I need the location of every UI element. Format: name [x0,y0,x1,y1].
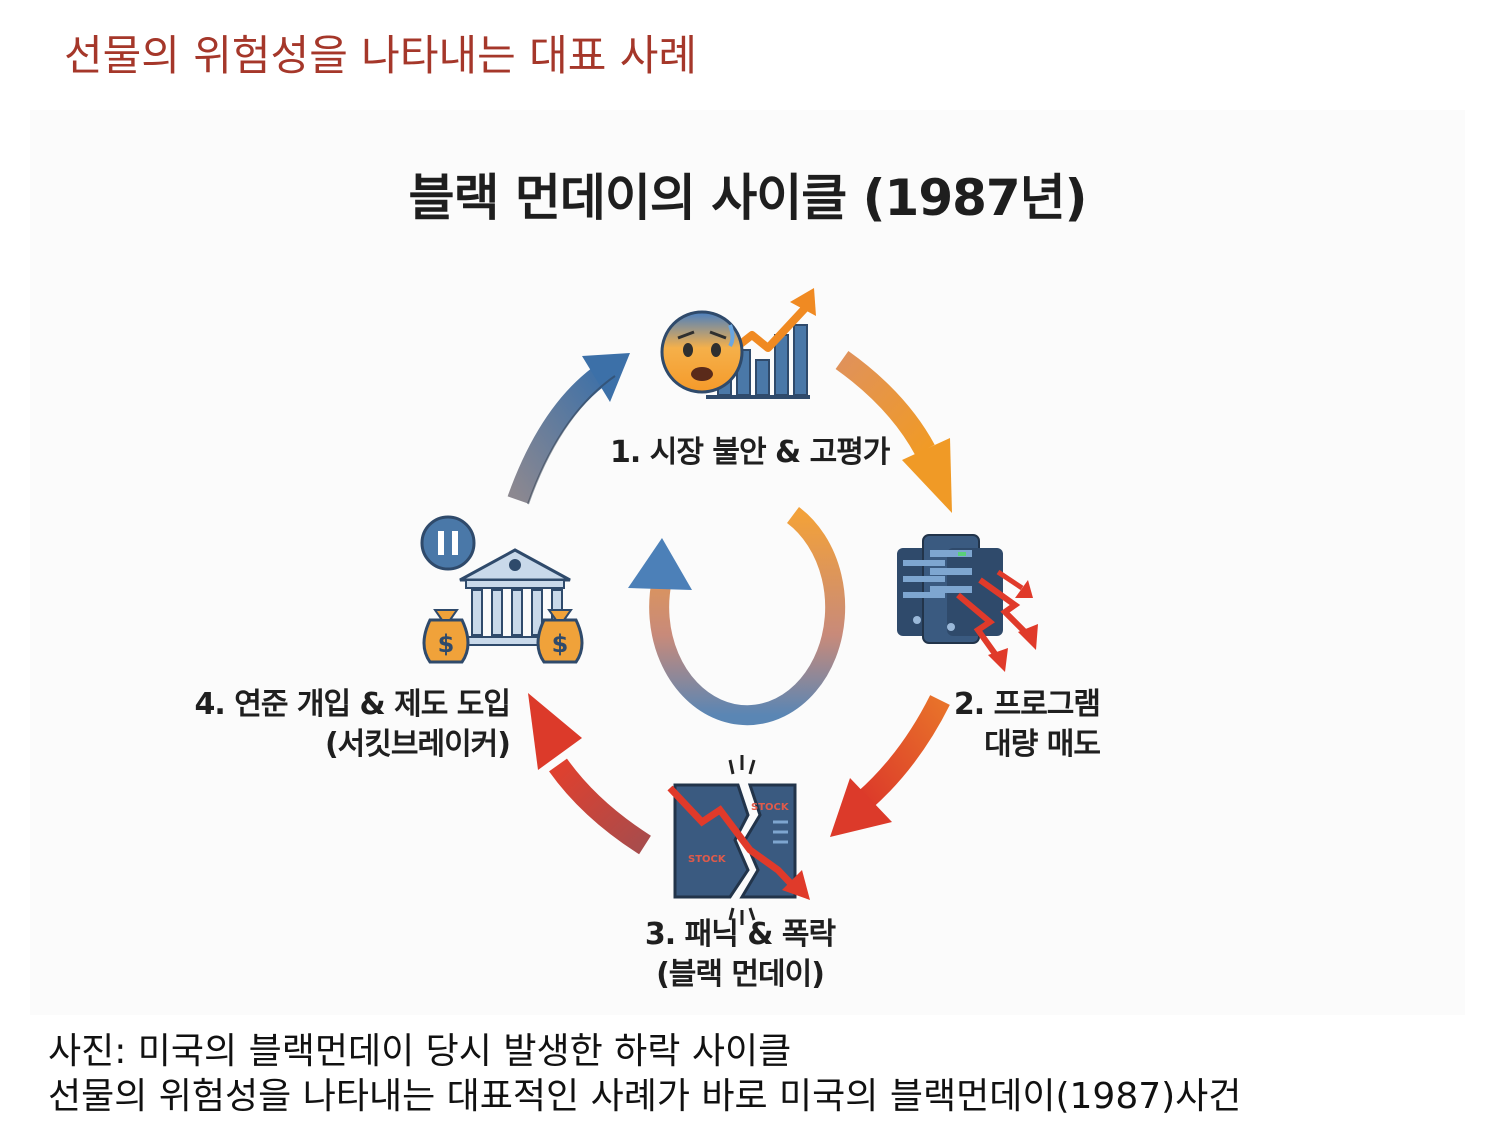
step-4-line2: (서킷브레이커) [324,727,511,762]
step-2-line1: 2. 프로그램 [953,687,1101,722]
arrow-to-step3 [830,695,950,837]
cycle-diagram: STOCK STOCK [420,288,1038,925]
arrow-to-step2 [835,351,952,513]
step-4-label: 4. 연준 개입 & 제도 도입 (서킷브레이커) [160,685,511,765]
arrow-to-step4 [528,693,651,855]
step-3-line2: (블랙 먼데이) [656,957,825,992]
caption-line-1: 사진: 미국의 블랙먼데이 당시 발생한 하락 사이클 [48,1031,792,1072]
arrow-to-step1 [507,353,630,505]
step-1-label: 1. 시장 불안 & 고평가 [610,433,890,473]
dollar-sign-right: $ [552,630,569,658]
diagram-title: 블랙 먼데이의 사이클 (1987년) [408,169,1087,227]
server-sell-off-icon [897,534,1038,672]
step-2-label: 2. 프로그램 대량 매도 [900,685,1101,765]
page-heading: 선물의 위험성을 나타내는 대표 사례 [64,31,698,80]
step-3-label: 3. 패닉 & 폭락 (블랙 먼데이) [600,915,880,995]
broken-stock-board-icon: STOCK STOCK [667,755,810,925]
stock-text-right: STOCK [751,802,790,813]
step-4-line1: 4. 연준 개입 & 제도 도입 [194,687,511,722]
caption-line-2: 선물의 위험성을 나타내는 대표적인 사례가 바로 미국의 블랙먼데이(1987… [48,1076,1242,1117]
step-3-line1: 3. 패닉 & 폭락 [644,917,836,952]
dollar-sign-left: $ [438,630,455,658]
bank-pause-money-icon: $ $ [420,515,584,664]
step-2-line2: 대량 매도 [984,727,1101,762]
inner-cycle-arrow [628,507,846,726]
stock-text-left: STOCK [688,854,727,865]
cycle-figure: STOCK STOCK [30,110,1465,1015]
worried-face-chart-icon [660,288,816,399]
step-1-line1: 1. 시장 불안 & 고평가 [610,435,890,470]
